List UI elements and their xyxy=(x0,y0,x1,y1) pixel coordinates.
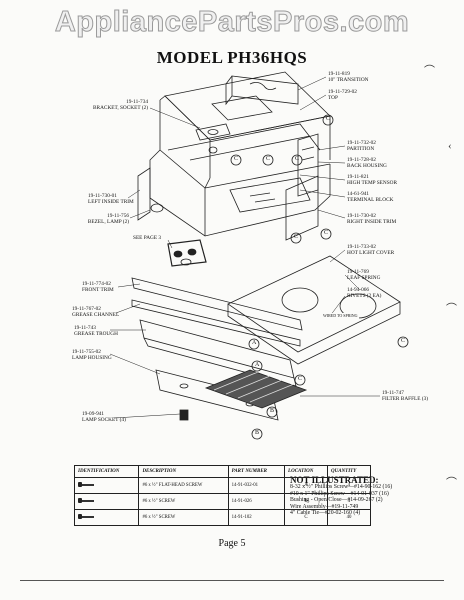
transition-part xyxy=(225,75,299,106)
scan-mark: ⌒ xyxy=(446,477,457,489)
marker-c-2: C xyxy=(295,156,300,162)
desc-cell: #6 x ½" FLAT-HEAD SCREW xyxy=(138,477,229,494)
scan-mark: ⌒ xyxy=(424,65,435,77)
marker-a-2: A xyxy=(255,362,260,368)
table-row: #6 x ½" FLAT-HEAD SCREW 14-91-032-01 A 4 xyxy=(73,477,371,494)
marker-c-7: C xyxy=(401,338,406,344)
qty-cell: 4 xyxy=(327,477,371,494)
filter-baffle xyxy=(204,369,308,409)
part-cell: 14-91-026 xyxy=(227,493,286,510)
marker-c-4: C xyxy=(234,156,239,162)
location-cell: C xyxy=(284,509,328,526)
see-page-3-part xyxy=(167,239,207,267)
footer-rule xyxy=(20,580,444,581)
qty-cell: 4 xyxy=(327,493,371,510)
marker-c-3: C xyxy=(266,156,271,162)
scan-mark: ‹ xyxy=(448,140,452,152)
marker-c-1: C xyxy=(326,116,331,122)
marker-c-6: C xyxy=(324,230,329,236)
diagram-title: MODEL PH36HQS xyxy=(156,48,308,67)
watermark: AppliancePartsPros.com xyxy=(54,6,410,39)
page-number: Page 5 xyxy=(218,538,246,549)
left-inside-trim xyxy=(137,167,151,221)
hardware-table: IDENTIFICATION DESCRIPTION PART NUMBER L… xyxy=(73,465,371,526)
qty-cell: 40 xyxy=(327,509,371,526)
scan-mark: ⌒ xyxy=(446,303,457,315)
col-quantity: QUANTITY xyxy=(327,465,371,478)
marker-c-8: C xyxy=(298,376,303,382)
col-identification: IDENTIFICATION xyxy=(73,465,140,478)
marker-c-5: C xyxy=(294,234,299,240)
grease-trough xyxy=(139,319,297,387)
socket-bracket xyxy=(195,123,231,154)
id-cell xyxy=(73,493,140,510)
screw-icon xyxy=(78,498,94,503)
id-cell xyxy=(73,509,140,526)
hot-light-cover xyxy=(227,255,401,365)
table-row: #6 x ½" SCREW 14-91-026 B 4 xyxy=(73,493,371,510)
col-location: LOCATION xyxy=(284,465,328,478)
location-cell: A xyxy=(284,477,328,494)
top-part xyxy=(164,71,331,141)
lamp-bezel xyxy=(150,203,164,213)
hood-body xyxy=(149,95,331,237)
location-markers xyxy=(230,114,409,440)
marker-a-1: A xyxy=(252,340,257,346)
right-inside-trim xyxy=(285,175,319,241)
marker-b-2: B xyxy=(255,430,260,436)
col-description: DESCRIPTION xyxy=(138,465,229,478)
desc-cell: #6 x ½" SCREW xyxy=(138,509,229,526)
col-part-number: PART NUMBER xyxy=(227,465,286,478)
desc-cell: #6 x ½" SCREW xyxy=(138,493,229,510)
table-row: #6 x ½" SCREW 14-91-102 C 40 xyxy=(73,509,371,526)
part-cell: 14-91-102 xyxy=(227,509,286,526)
front-trim xyxy=(131,277,303,331)
screw-icon xyxy=(78,514,94,519)
grease-channel xyxy=(131,299,301,347)
marker-b-1: B xyxy=(270,408,275,414)
location-cell: B xyxy=(284,493,328,510)
lamp-socket xyxy=(179,409,189,421)
leader-lines xyxy=(109,76,380,419)
table-header-row: IDENTIFICATION DESCRIPTION PART NUMBER L… xyxy=(73,465,371,478)
back-housing xyxy=(297,133,319,197)
wired-to-spring-label: WIRED TO SPRING xyxy=(322,313,359,319)
part-cell: 14-91-032-01 xyxy=(227,477,286,494)
screw-icon xyxy=(78,482,94,487)
id-cell xyxy=(73,477,140,494)
callout-see-page-3: SEE PAGE 3 xyxy=(133,235,162,241)
